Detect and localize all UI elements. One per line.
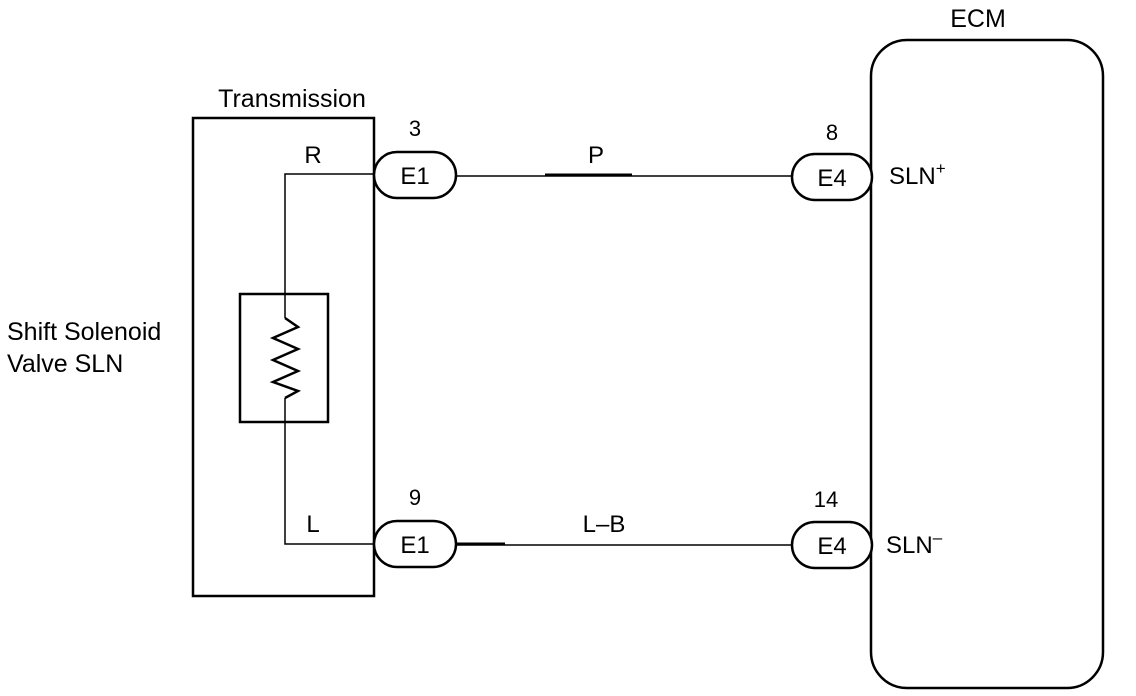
internal-wire-bottom	[284, 398, 374, 545]
wire-color-lb: L–B	[583, 511, 626, 538]
connector-e1-bottom	[372, 519, 458, 569]
solenoid-coil-icon	[269, 316, 302, 400]
ecm-label: ECM	[950, 5, 1006, 33]
connector-e1-top-label: E1	[400, 163, 429, 190]
signal-sln-plus-sup: +	[936, 159, 946, 178]
connector-e1-top	[372, 150, 458, 200]
pin-14-label: 14	[814, 487, 838, 512]
terminal-r-label: R	[304, 142, 321, 169]
pin-3-label: 3	[409, 116, 421, 141]
ecm-box	[869, 38, 1105, 690]
transmission-box	[191, 116, 376, 598]
pin-8-label: 8	[826, 120, 838, 145]
wire-color-p: P	[588, 142, 604, 169]
signal-sln-minus: SLN–	[886, 528, 943, 559]
solenoid-label-line1: Shift Solenoid	[7, 318, 161, 346]
connector-e4-bottom	[790, 520, 874, 570]
connector-e1-bottom-label: E1	[400, 532, 429, 559]
signal-sln-minus-main: SLN	[886, 532, 933, 559]
solenoid-box	[238, 292, 330, 424]
signal-sln-plus: SLN+	[889, 159, 946, 190]
terminal-l-label: L	[306, 511, 319, 538]
connector-e4-top-label: E4	[817, 165, 846, 192]
signal-sln-plus-main: SLN	[889, 163, 936, 190]
internal-wire-top	[284, 173, 374, 318]
transmission-label: Transmission	[218, 85, 366, 113]
solenoid-label-line2: Valve SLN	[7, 350, 123, 378]
connector-e4-bottom-label: E4	[817, 533, 846, 560]
connector-e4-top	[790, 152, 874, 202]
signal-sln-minus-sup: –	[933, 528, 943, 547]
pin-9-label: 9	[409, 485, 421, 510]
